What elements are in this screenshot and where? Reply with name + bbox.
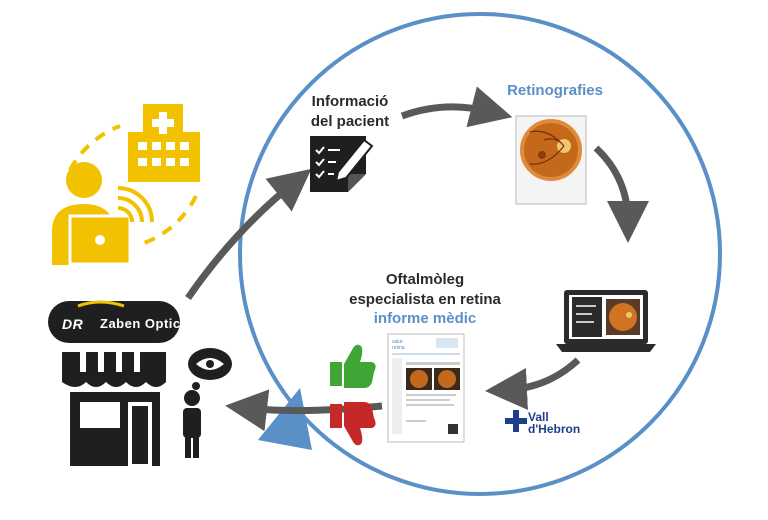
- thought-eye-icon: [188, 348, 232, 397]
- arrow-laptop-to-report: [485, 357, 581, 410]
- hospital-name-line1: Vall: [528, 410, 549, 424]
- hospital-icon: [128, 104, 200, 182]
- checklist-icon: [310, 136, 374, 192]
- arrow-store-to-info: [185, 168, 312, 300]
- hospital-logo-icon: [505, 410, 527, 432]
- optics-store-icon: [62, 352, 166, 466]
- svg-text:retina: retina: [392, 345, 405, 351]
- brand-logo: [48, 300, 180, 343]
- telework-person-icon: [52, 162, 154, 266]
- patient-info-label: Informació del pacient: [310, 93, 390, 130]
- retinographies-label: Retinografies: [507, 82, 603, 99]
- person-icon: [183, 390, 201, 458]
- brand-monogram: DR: [62, 316, 84, 332]
- arrow-retino-to-laptop: [593, 145, 649, 243]
- thumbs-up-icon: [330, 344, 376, 388]
- report-label: informe mèdic: [373, 310, 477, 327]
- thumbs-down-icon: [330, 402, 376, 446]
- dashed-arc: [68, 124, 198, 247]
- svg-text:salut: salut: [392, 339, 403, 345]
- workflow-circle: [238, 12, 722, 496]
- specialist-label: Oftalmòleg especialista en retina: [349, 271, 501, 308]
- laptop-icon: [556, 290, 656, 352]
- circle-arrow-head: [258, 388, 312, 450]
- brand-name: Zaben Optics: [100, 316, 189, 331]
- report-document-icon: salut retina: [387, 333, 465, 443]
- fundus-photo-icon: [515, 115, 587, 205]
- hospital-name-line2: d'Hebron: [528, 422, 581, 436]
- arrow-info-to-retino: [400, 86, 513, 128]
